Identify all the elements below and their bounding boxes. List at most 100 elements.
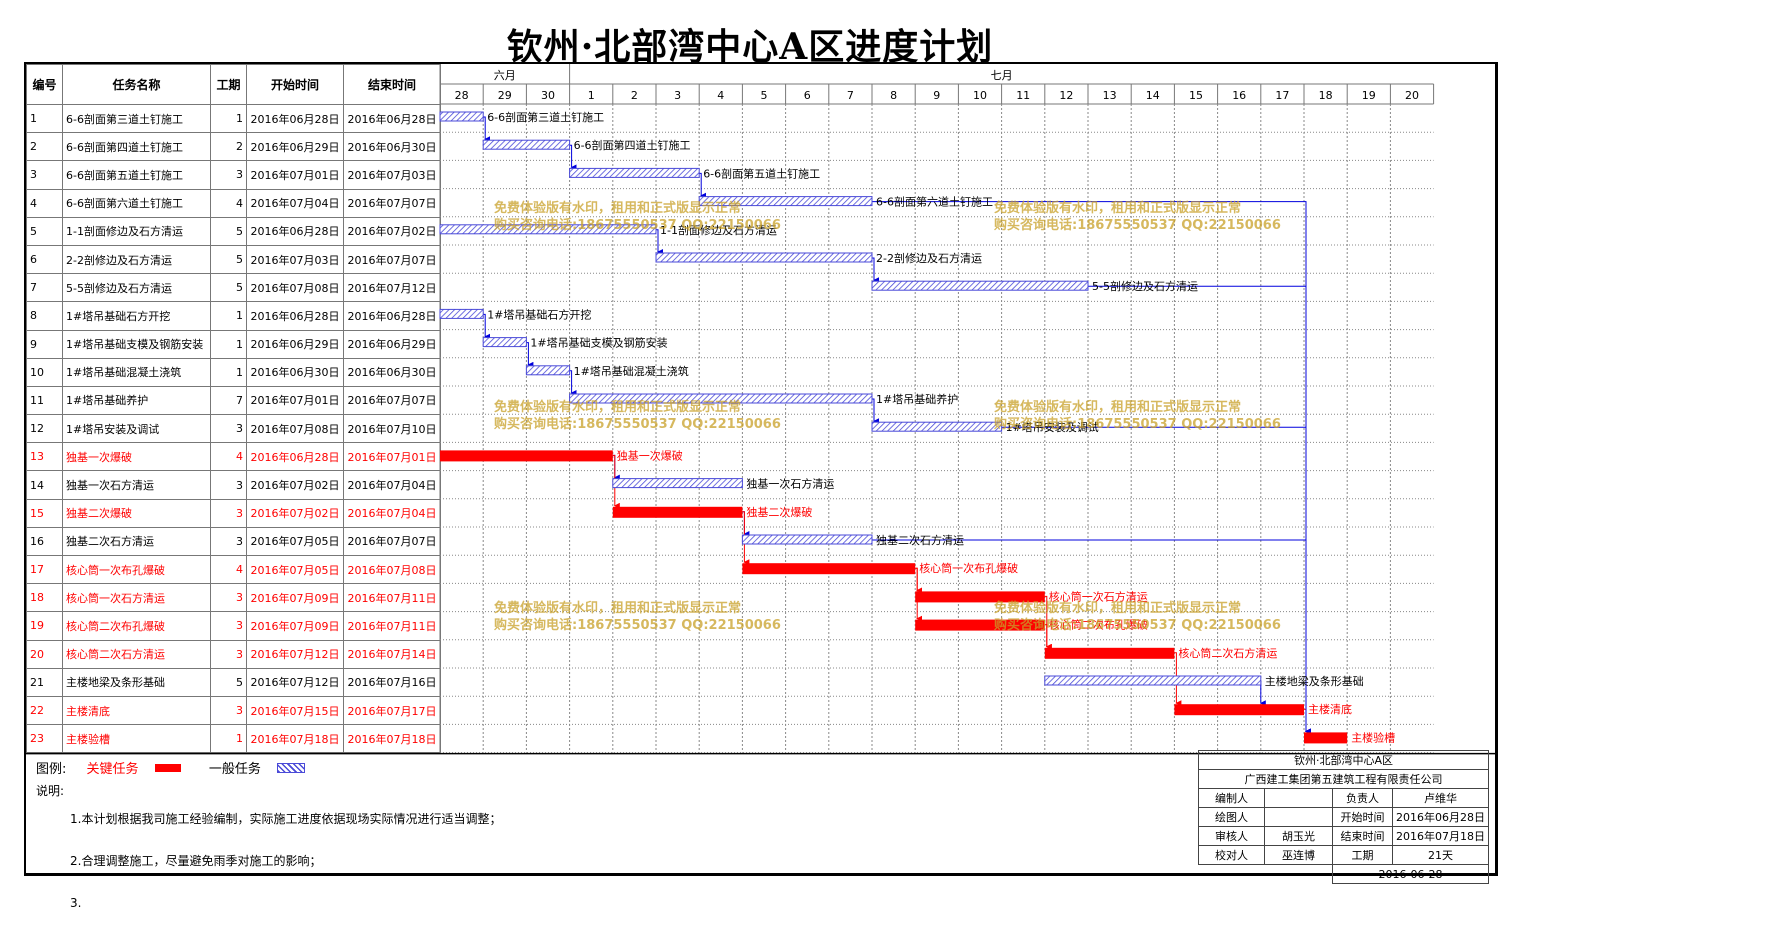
day-tick-label: 9	[933, 89, 940, 102]
critical-task-bar	[915, 619, 1045, 631]
page-title: 钦州·北部湾中心A区进度计划	[506, 26, 994, 68]
task-bar-label: 1#塔吊基础石方开挖	[487, 307, 591, 321]
task-id: 5	[26, 216, 63, 246]
tb-cell: 2016年07月18日	[1392, 826, 1489, 846]
task-name: 1#塔吊基础石方开挖	[62, 301, 211, 331]
task-name: 1#塔吊基础支模及钢筋安装	[62, 329, 211, 359]
tb-company: 广西建工集团第五建筑工程有限责任公司	[1198, 769, 1489, 789]
legend: 图例: 关键任务 一般任务	[36, 758, 305, 777]
task-end: 2016年07月08日	[343, 554, 441, 585]
task-bar	[612, 478, 743, 489]
task-start: 2016年06月28日	[246, 216, 344, 246]
tb-cell: 负责人	[1332, 788, 1393, 808]
tb-cell: 2016年06月28日	[1392, 807, 1489, 827]
dependency-link	[872, 539, 1311, 735]
day-tick-label: 2	[631, 89, 638, 102]
day-tick-label: 10	[973, 89, 987, 102]
task-bar-label: 核心筒二次石方清运	[1178, 646, 1277, 660]
critical-task-bar	[915, 591, 1045, 603]
tb-cell: 胡玉光	[1264, 826, 1333, 846]
task-name: 6-6剖面第六道土钉施工	[62, 188, 211, 218]
day-tick-label: 14	[1146, 89, 1160, 102]
task-id: 19	[26, 611, 63, 641]
task-id: 17	[26, 554, 63, 585]
task-name: 6-6剖面第四道土钉施工	[62, 132, 211, 162]
title-block: 钦州·北部湾中心A区 广西建工集团第五建筑工程有限责任公司 编制人 负责人 卢维…	[1198, 750, 1489, 884]
dependency-link	[483, 116, 491, 143]
tb-cell	[1264, 788, 1333, 808]
task-duration: 5	[210, 667, 247, 697]
task-end: 2016年07月18日	[343, 724, 441, 754]
task-bar	[871, 421, 1003, 432]
task-id: 8	[26, 301, 63, 331]
note-item-3: 3.	[70, 896, 82, 910]
task-name: 核心筒二次石方清运	[62, 639, 211, 669]
notes: 说明: 1.本计划根据我司施工经验编制，实际施工进度依据现场实际情况进行适当调整…	[36, 784, 502, 938]
tb-cell: 21天	[1392, 845, 1489, 865]
task-start: 2016年07月15日	[246, 695, 344, 726]
task-start: 2016年07月09日	[246, 611, 344, 641]
task-bar	[525, 365, 571, 376]
day-tick-label: 16	[1232, 89, 1246, 102]
dependency-link	[569, 370, 577, 396]
task-bar	[1044, 675, 1262, 686]
task-bar-label: 1#塔吊基础养护	[876, 392, 958, 406]
task-bar-label: 独基一次爆破	[617, 448, 683, 462]
task-bar-label: 核心筒二次布孔爆破	[1049, 618, 1148, 632]
task-start: 2016年07月02日	[246, 498, 344, 528]
task-start: 2016年07月01日	[246, 160, 344, 190]
sheet-frame	[24, 62, 1498, 876]
task-bar-label: 核心筒一次石方清运	[1049, 589, 1148, 603]
task-name: 5-5剖修边及石方清运	[62, 273, 211, 303]
day-tick-label: 5	[761, 89, 768, 102]
day-tick-label: 3	[674, 89, 681, 102]
task-id: 22	[26, 695, 63, 726]
task-name: 主楼地梁及条形基础	[62, 667, 211, 697]
task-duration: 5	[210, 216, 247, 246]
day-tick-label: 30	[541, 89, 555, 102]
task-duration: 7	[210, 385, 247, 416]
task-bar-label: 6-6剖面第三道土钉施工	[487, 110, 604, 124]
task-id: 11	[26, 385, 63, 416]
task-duration: 3	[210, 695, 247, 726]
task-end: 2016年07月07日	[343, 244, 441, 275]
task-duration: 3	[210, 583, 247, 613]
task-end: 2016年07月17日	[343, 695, 441, 726]
task-bar-label: 5-5剖修边及石方清运	[1092, 279, 1198, 293]
critical-task-bar	[1174, 704, 1304, 716]
day-tick-label: 8	[890, 89, 897, 102]
task-start: 2016年07月05日	[246, 526, 344, 557]
task-id: 15	[26, 498, 63, 528]
day-tick-label: 6	[804, 89, 811, 102]
dependency-link	[872, 398, 879, 425]
critical-task-bar	[612, 506, 743, 518]
dependency-link	[612, 454, 620, 509]
task-start: 2016年07月03日	[246, 244, 344, 275]
day-tick-label: 18	[1319, 89, 1333, 102]
note-item-2: 2.合理调整施工，尽量避免雨季对施工的影响；	[70, 854, 322, 868]
task-bar	[569, 167, 700, 178]
task-end: 2016年07月01日	[343, 442, 441, 472]
day-tick-label: 20	[1405, 89, 1419, 102]
task-start: 2016年07月05日	[246, 554, 344, 585]
task-bar-label: 6-6剖面第四道土钉施工	[574, 138, 691, 152]
task-bar	[655, 252, 873, 263]
task-end: 2016年06月28日	[343, 103, 441, 134]
task-bar-label: 独基二次爆破	[746, 505, 812, 519]
task-end: 2016年07月11日	[343, 611, 441, 641]
task-name: 1#塔吊基础混凝土浇筑	[62, 357, 211, 387]
dependency-link	[699, 172, 707, 199]
